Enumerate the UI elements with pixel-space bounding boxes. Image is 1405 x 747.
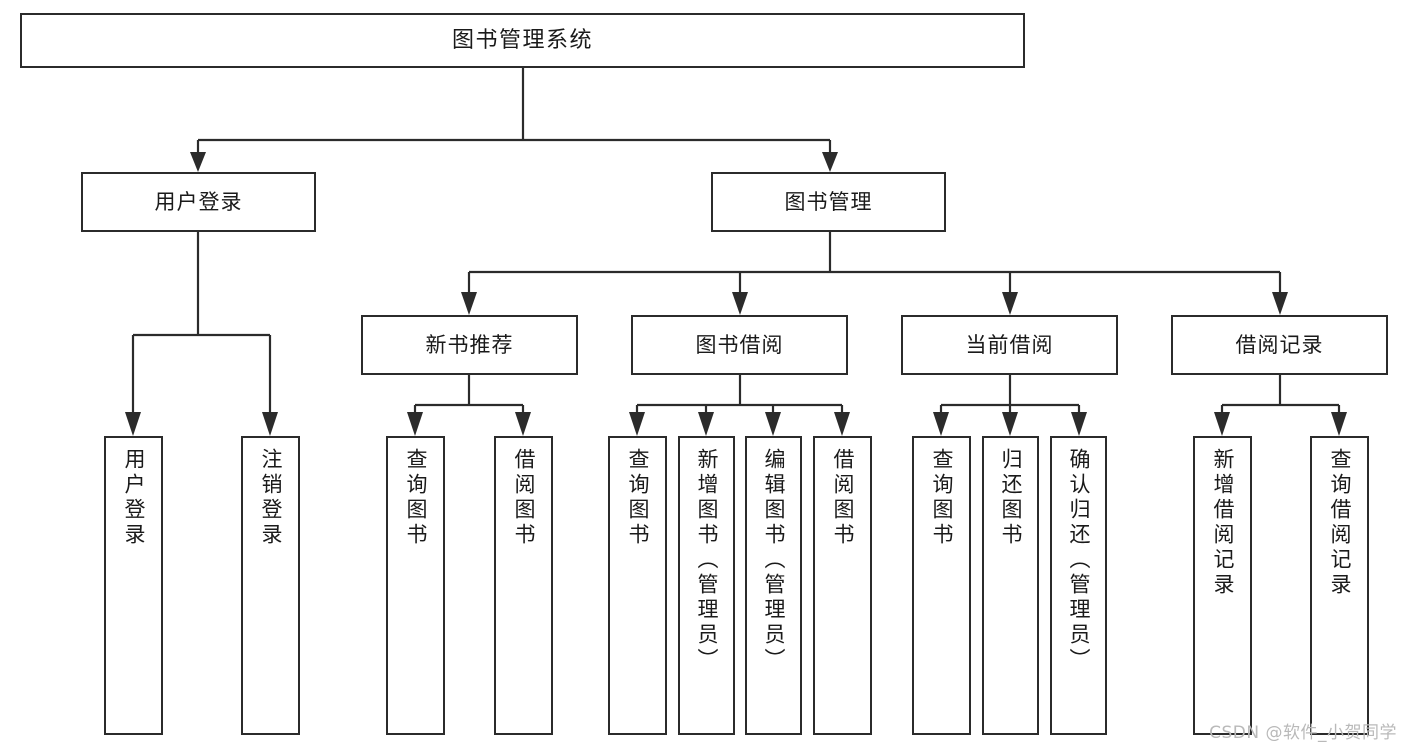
node-root[interactable]: 图书管理系统 bbox=[20, 13, 1025, 68]
arrow-book-borrow bbox=[732, 292, 748, 315]
arrow-leaf-query-book-2 bbox=[629, 412, 645, 436]
node-leaf-query-book-3[interactable]: 查询图书 bbox=[912, 436, 971, 735]
node-leaf-return-book[interactable]: 归还图书 bbox=[982, 436, 1039, 735]
node-leaf-query-book-2-label: 查询图书 bbox=[626, 448, 650, 548]
node-leaf-add-book-label: 新增图书（管理员） bbox=[695, 448, 719, 673]
node-leaf-query-book-1-label: 查询图书 bbox=[404, 448, 428, 548]
arrow-new-book-recommend bbox=[461, 292, 477, 315]
node-leaf-borrow-book-2[interactable]: 借阅图书 bbox=[813, 436, 872, 735]
node-leaf-edit-book[interactable]: 编辑图书（管理员） bbox=[745, 436, 802, 735]
node-leaf-confirm-return[interactable]: 确认归还（管理员） bbox=[1050, 436, 1107, 735]
node-current-borrow-label: 当前借阅 bbox=[965, 332, 1054, 357]
node-new-book-recommend-label: 新书推荐 bbox=[425, 332, 514, 357]
node-book-manage[interactable]: 图书管理 bbox=[711, 172, 946, 232]
node-leaf-add-book[interactable]: 新增图书（管理员） bbox=[678, 436, 735, 735]
arrow-leaf-confirm-return bbox=[1071, 412, 1087, 436]
arrow-leaf-user-login bbox=[125, 412, 141, 436]
node-book-manage-label: 图书管理 bbox=[784, 189, 873, 214]
node-borrow-record[interactable]: 借阅记录 bbox=[1171, 315, 1388, 375]
node-leaf-borrow-book-1-label: 借阅图书 bbox=[512, 448, 536, 548]
node-leaf-edit-book-label: 编辑图书（管理员） bbox=[762, 448, 786, 673]
arrow-borrow-record bbox=[1272, 292, 1288, 315]
node-user-login-label: 用户登录 bbox=[154, 189, 243, 214]
arrow-leaf-query-book-1 bbox=[407, 412, 423, 436]
node-leaf-add-record-label: 新增借阅记录 bbox=[1211, 448, 1235, 598]
node-current-borrow[interactable]: 当前借阅 bbox=[901, 315, 1118, 375]
node-leaf-query-book-2[interactable]: 查询图书 bbox=[608, 436, 667, 735]
csdn-watermark: CSDN @软件_小贺同学 bbox=[1209, 723, 1397, 743]
node-book-borrow[interactable]: 图书借阅 bbox=[631, 315, 848, 375]
node-leaf-logout-label: 注销登录 bbox=[259, 448, 283, 548]
arrow-leaf-add-book bbox=[698, 412, 714, 436]
node-leaf-add-record[interactable]: 新增借阅记录 bbox=[1193, 436, 1252, 735]
node-leaf-borrow-book-1[interactable]: 借阅图书 bbox=[494, 436, 553, 735]
node-leaf-borrow-book-2-label: 借阅图书 bbox=[831, 448, 855, 548]
node-leaf-logout[interactable]: 注销登录 bbox=[241, 436, 300, 735]
arrow-leaf-edit-book bbox=[765, 412, 781, 436]
node-leaf-user-login[interactable]: 用户登录 bbox=[104, 436, 163, 735]
node-leaf-confirm-return-label: 确认归还（管理员） bbox=[1067, 448, 1091, 673]
node-root-label: 图书管理系统 bbox=[451, 27, 593, 53]
arrow-current-borrow bbox=[1002, 292, 1018, 315]
arrow-user-login bbox=[190, 152, 206, 172]
node-borrow-record-label: 借阅记录 bbox=[1235, 332, 1324, 357]
arrow-leaf-borrow-book-2 bbox=[834, 412, 850, 436]
arrow-book-manage bbox=[822, 152, 838, 172]
arrow-leaf-query-book-3 bbox=[933, 412, 949, 436]
node-book-borrow-label: 图书借阅 bbox=[695, 332, 784, 357]
node-new-book-recommend[interactable]: 新书推荐 bbox=[361, 315, 578, 375]
arrow-leaf-borrow-book-1 bbox=[515, 412, 531, 436]
node-leaf-query-record-label: 查询借阅记录 bbox=[1328, 448, 1352, 598]
arrow-leaf-query-record bbox=[1331, 412, 1347, 436]
arrow-leaf-logout bbox=[262, 412, 278, 436]
node-leaf-query-record[interactable]: 查询借阅记录 bbox=[1310, 436, 1369, 735]
node-leaf-user-login-label: 用户登录 bbox=[122, 448, 146, 548]
arrow-leaf-return-book bbox=[1002, 412, 1018, 436]
node-leaf-return-book-label: 归还图书 bbox=[999, 448, 1023, 548]
node-leaf-query-book-1[interactable]: 查询图书 bbox=[386, 436, 445, 735]
arrow-leaf-add-record bbox=[1214, 412, 1230, 436]
node-user-login[interactable]: 用户登录 bbox=[81, 172, 316, 232]
node-leaf-query-book-3-label: 查询图书 bbox=[930, 448, 954, 548]
